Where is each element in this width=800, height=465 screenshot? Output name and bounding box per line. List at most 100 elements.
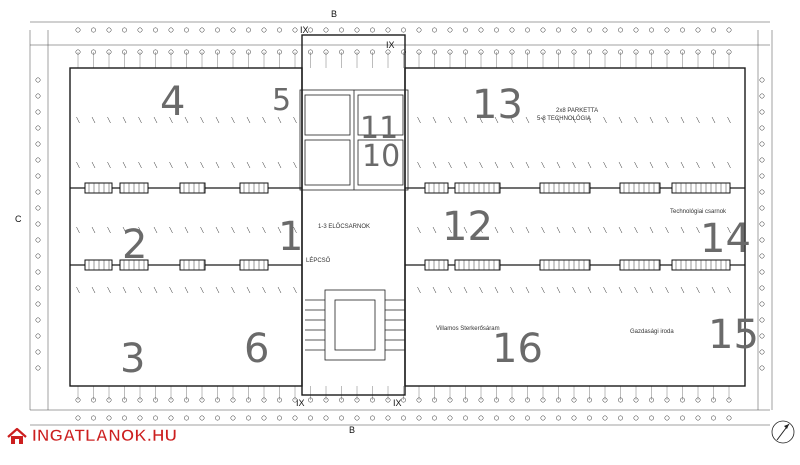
column-symbol bbox=[91, 161, 96, 169]
grid-marker bbox=[759, 285, 765, 291]
window-block bbox=[179, 182, 206, 194]
column-symbol bbox=[727, 226, 731, 234]
column-symbol bbox=[618, 226, 623, 234]
column-symbol bbox=[680, 161, 685, 169]
column-symbol bbox=[432, 116, 437, 124]
column-symbol bbox=[246, 226, 251, 234]
column-symbol bbox=[696, 226, 700, 234]
column-symbol bbox=[277, 161, 282, 169]
room-labels: 1-3 ELŐCSARNOK LÉPCSŐ 5-8 TECHNOLÓGIA 2x… bbox=[306, 108, 727, 335]
grid-marker bbox=[664, 415, 670, 421]
column-symbol bbox=[603, 226, 607, 234]
grid-marker bbox=[401, 415, 406, 421]
grid-marker bbox=[478, 27, 484, 33]
column-symbol bbox=[262, 116, 266, 124]
column-symbol bbox=[463, 226, 468, 234]
column-symbol bbox=[231, 116, 235, 124]
column-symbol bbox=[680, 116, 685, 124]
column-symbol bbox=[76, 226, 80, 234]
grid-marker bbox=[726, 27, 732, 33]
grid-marker bbox=[277, 415, 282, 421]
label-technologia: 5-8 TECHNOLÓGIA bbox=[537, 115, 591, 122]
column-symbol bbox=[510, 116, 514, 124]
grid-marker bbox=[759, 365, 765, 371]
grid-marker bbox=[230, 415, 236, 421]
grid-marker bbox=[137, 415, 143, 421]
grid-marker bbox=[35, 269, 41, 275]
grid-marker bbox=[35, 173, 41, 179]
grid-marker bbox=[680, 415, 685, 421]
grid-marker bbox=[323, 27, 329, 33]
column-symbol bbox=[200, 286, 204, 294]
column-symbol bbox=[696, 286, 700, 294]
column-symbol bbox=[665, 161, 669, 169]
grid-marker bbox=[137, 27, 143, 33]
grid-marker bbox=[759, 141, 765, 147]
grid-marker bbox=[339, 27, 344, 33]
room-number-14: 14 bbox=[700, 216, 751, 262]
grid-marker bbox=[401, 27, 406, 33]
column-symbol bbox=[153, 161, 158, 169]
grid-marker bbox=[759, 237, 765, 243]
section-b-bottom: B bbox=[349, 425, 355, 435]
grid-marker bbox=[759, 221, 765, 227]
column-symbol bbox=[510, 161, 514, 169]
column-symbol bbox=[587, 286, 592, 294]
column-symbol bbox=[293, 161, 297, 169]
label-lepcso: LÉPCSŐ bbox=[306, 257, 331, 264]
grid-marker bbox=[695, 415, 701, 421]
column-symbol bbox=[91, 226, 96, 234]
house-logo-icon bbox=[7, 427, 27, 444]
window-block bbox=[619, 259, 661, 271]
column-symbol bbox=[711, 226, 716, 234]
grid-marker bbox=[759, 189, 765, 195]
column-symbol bbox=[463, 161, 468, 169]
column-symbol bbox=[417, 226, 421, 234]
grid-marker bbox=[416, 27, 422, 33]
column-symbol bbox=[603, 116, 607, 124]
column-symbol bbox=[680, 286, 685, 294]
column-symbol bbox=[541, 226, 545, 234]
column-symbol bbox=[231, 286, 235, 294]
grid-marker bbox=[35, 205, 41, 211]
column-symbol bbox=[107, 116, 111, 124]
grid-marker bbox=[308, 27, 313, 33]
grid-marker bbox=[215, 27, 220, 33]
grid-marker bbox=[35, 125, 41, 131]
grid-marker bbox=[184, 27, 189, 33]
grid-marker bbox=[695, 27, 701, 33]
window-block bbox=[539, 259, 591, 271]
window-block bbox=[619, 182, 661, 194]
grid-marker bbox=[759, 253, 765, 259]
column-symbol bbox=[494, 116, 499, 124]
column-symbol bbox=[107, 286, 111, 294]
column-symbol bbox=[603, 286, 607, 294]
column-symbol bbox=[184, 161, 189, 169]
column-symbol bbox=[417, 286, 421, 294]
column-symbol bbox=[556, 161, 561, 169]
grid-marker bbox=[184, 415, 189, 421]
grid-marker bbox=[122, 415, 127, 421]
section-markers: IX IX B IX IX B C bbox=[15, 9, 402, 435]
column-symbol bbox=[246, 286, 251, 294]
grid-marker bbox=[35, 365, 41, 371]
room-number-11: 11 bbox=[360, 111, 398, 146]
column-symbol bbox=[277, 116, 282, 124]
grid-marker bbox=[711, 415, 716, 421]
column-symbol bbox=[169, 226, 173, 234]
grid-marker bbox=[432, 415, 437, 421]
room-number-3: 3 bbox=[120, 336, 145, 382]
central-core bbox=[299, 89, 409, 361]
grid-marker bbox=[35, 141, 41, 147]
outer-walls bbox=[69, 34, 746, 396]
column-symbol bbox=[634, 116, 638, 124]
column-symbol bbox=[587, 116, 592, 124]
column-symbol bbox=[262, 161, 266, 169]
grid-marker bbox=[759, 77, 765, 83]
grid-marker bbox=[649, 415, 654, 421]
corridor-partitions bbox=[70, 187, 745, 266]
grid-marker bbox=[230, 27, 236, 33]
grid-marker bbox=[463, 415, 468, 421]
column-symbol bbox=[556, 116, 561, 124]
